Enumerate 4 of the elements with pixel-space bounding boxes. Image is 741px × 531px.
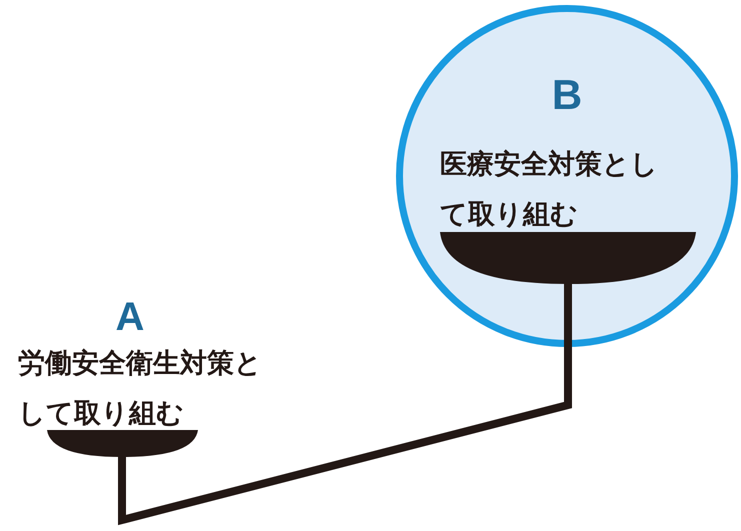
option-letter: A: [114, 295, 146, 339]
option-letter: B: [550, 70, 584, 120]
caption-text: 医療安全対策として取り組む: [440, 148, 659, 232]
caption-text: 労働安全衛生対策として取り組む: [18, 347, 263, 431]
